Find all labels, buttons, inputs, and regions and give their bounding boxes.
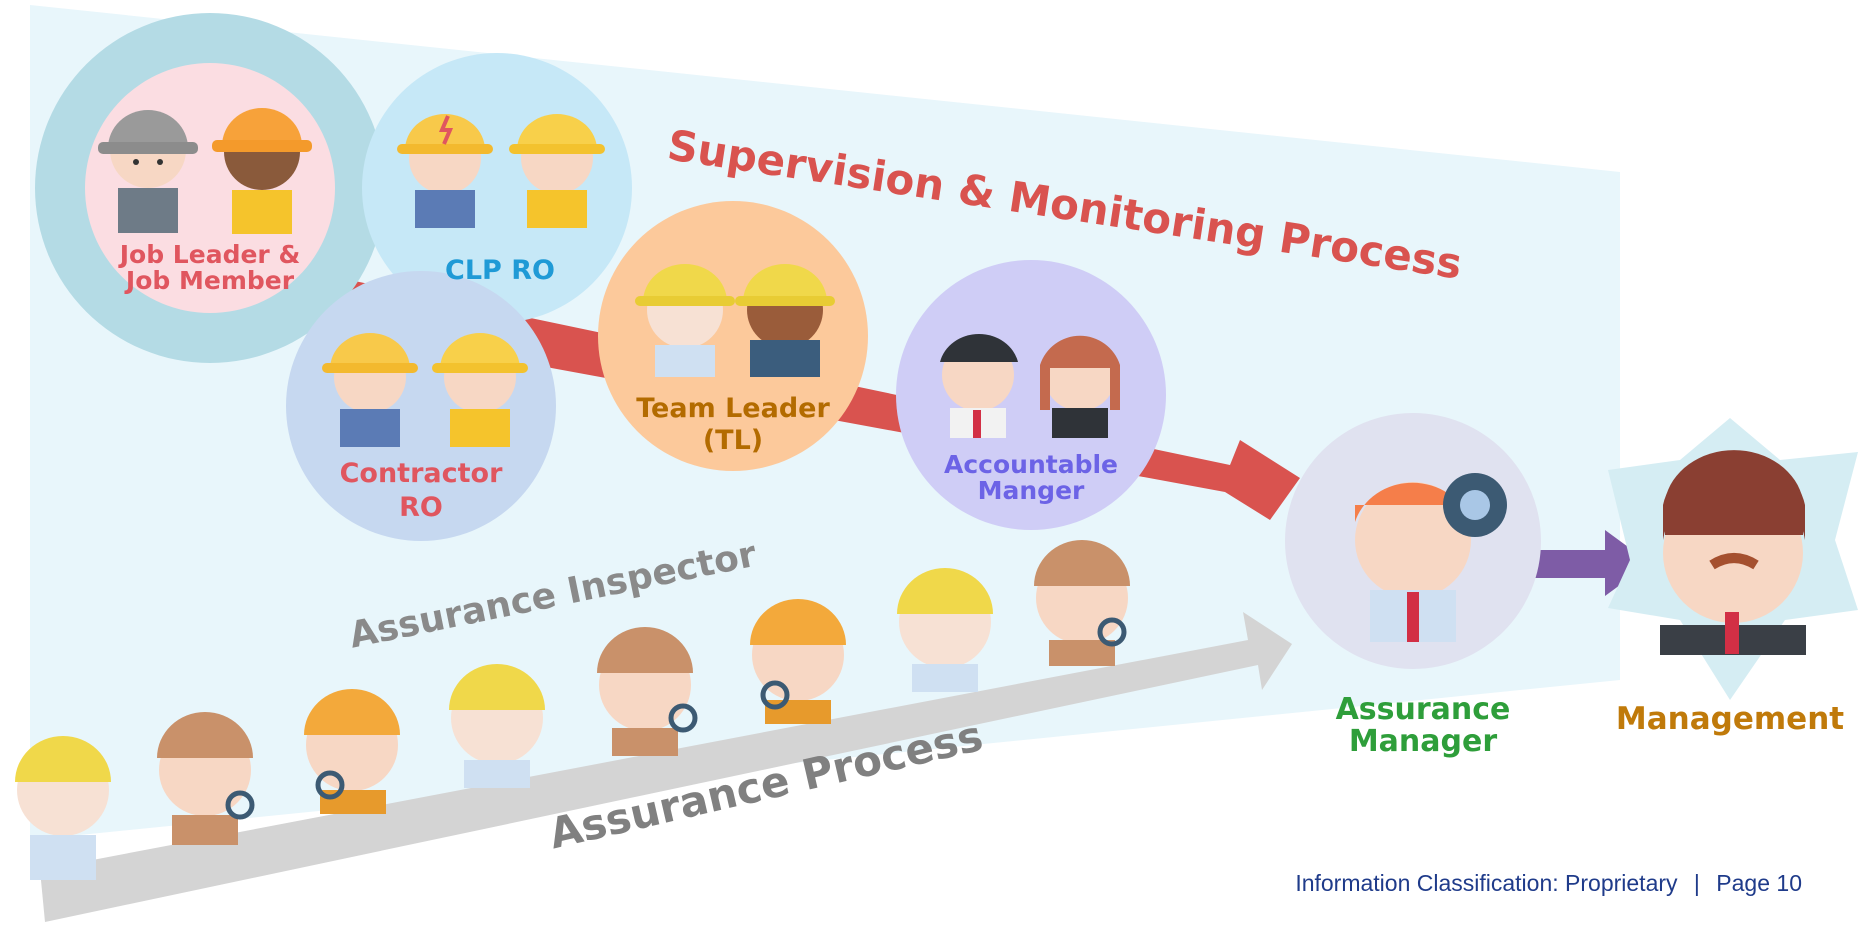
job-member-worker-icon xyxy=(212,108,312,234)
gear-icon xyxy=(1443,473,1507,537)
inspector-icon xyxy=(750,599,846,724)
inspector-icon xyxy=(1034,540,1130,666)
contractor-ro-label-line2: RO xyxy=(399,491,443,523)
clp-worker-icon xyxy=(509,114,605,228)
job-leader-label: Job Leader & Job Member xyxy=(100,240,320,296)
team-leader-label: Team Leader (TL) xyxy=(613,393,853,458)
footer-page-number: Page 10 xyxy=(1716,870,1802,896)
accountable-manager-label-line1: Accountable xyxy=(944,450,1118,479)
assurance-manager-label-line2: Manager xyxy=(1348,723,1498,759)
footer-classification: Information Classification: Proprietary xyxy=(1295,870,1678,896)
job-leader-label-line1: Job Leader & xyxy=(119,240,301,269)
assurance-manager-label-line1: Assurance xyxy=(1335,692,1511,727)
clp-electrician-icon xyxy=(397,114,493,228)
management-label-line1: Management xyxy=(1615,701,1845,737)
inspector-icon xyxy=(597,627,698,756)
footer-separator: | xyxy=(1693,870,1700,896)
team-leader-label-line1: Team Leader xyxy=(636,393,830,424)
management-person-icon xyxy=(1660,450,1806,655)
accountable-manager-label-line2: Manger xyxy=(977,476,1085,506)
team-leader-man-icon xyxy=(635,264,735,377)
team-leader-woman-icon xyxy=(735,264,835,377)
inspector-icon xyxy=(157,712,255,845)
accountable-manager-label: Accountable Manger xyxy=(921,450,1141,506)
assurance-arrow xyxy=(40,612,1292,922)
inspector-icon xyxy=(449,664,545,788)
assurance-manager-label: Assurance Manager xyxy=(1303,694,1543,757)
inspector-icon xyxy=(897,568,993,692)
job-leader-worker-icon xyxy=(98,110,198,233)
inspector-icon xyxy=(304,689,400,814)
inspector-icon xyxy=(15,736,111,880)
accountable-woman-icon xyxy=(1040,335,1120,438)
footer: Information Classification: Proprietary … xyxy=(1295,870,1802,897)
accountable-manager-circle xyxy=(896,260,1166,530)
contractor-electrician-icon xyxy=(322,333,418,447)
contractor-ro-label-line1: Contractor xyxy=(339,458,503,489)
clp-ro-label-line1: CLP RO xyxy=(445,255,555,286)
clp-ro-label: CLP RO xyxy=(400,255,600,286)
team-leader-label-line2: (TL) xyxy=(702,425,764,457)
inspector-figures xyxy=(15,540,1130,880)
accountable-man-icon xyxy=(940,333,1018,438)
job-leader-label-line2: Job Member xyxy=(125,266,295,296)
management-label: Management xyxy=(1590,703,1858,736)
contractor-ro-label: Contractor RO xyxy=(321,457,521,525)
contractor-worker-icon xyxy=(432,333,528,447)
assurance-manager-person-icon xyxy=(1355,482,1471,642)
